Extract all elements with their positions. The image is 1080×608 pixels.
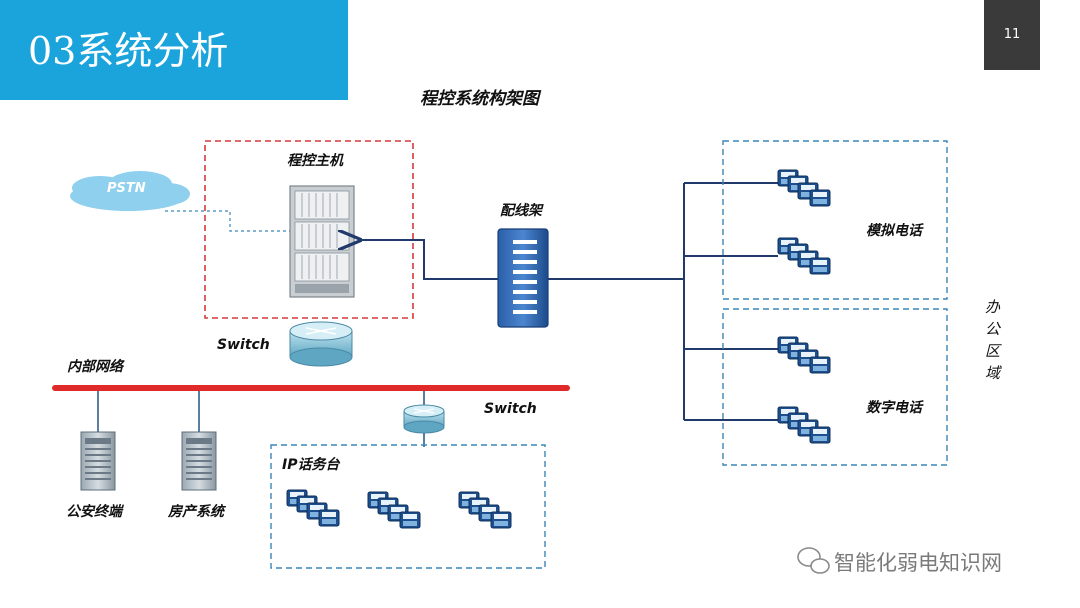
public-security-terminal-icon	[80, 431, 116, 491]
pbx-host-label: 程控主机	[287, 153, 343, 169]
switch-bottom-label: Switch	[484, 401, 537, 417]
digital-phone-box	[722, 308, 948, 466]
ip-console-cluster-3-icon	[459, 492, 511, 528]
pstn-link	[165, 210, 290, 232]
page-number: 11	[984, 0, 1040, 70]
diagram-title: 程控系统构架图	[420, 89, 539, 109]
analog-phone-cluster-1-icon	[778, 170, 830, 206]
ip-console-box	[270, 444, 546, 569]
switch-top-icon	[289, 321, 353, 367]
wechat-icon	[797, 547, 830, 574]
title-bar	[0, 0, 348, 100]
ip-console-cluster-2-icon	[368, 492, 420, 528]
pstn-cloud-icon	[70, 171, 190, 211]
property-system-label: 房产系统	[168, 504, 224, 520]
public-security-terminal-label: 公安终端	[66, 504, 122, 520]
switch-bottom-icon	[403, 404, 445, 434]
analog-phone-cluster-2-icon	[778, 238, 830, 274]
frame-to-pbx-link	[358, 240, 498, 280]
watermark-text: 智能化弱电知识网	[834, 551, 1002, 575]
analog-phone-box	[722, 140, 948, 300]
digital-phone-label: 数字电话	[866, 400, 922, 416]
internal-network-label: 内部网络	[67, 359, 123, 375]
ip-console-cluster-1-icon	[287, 490, 339, 526]
pbx-group-box	[204, 140, 414, 319]
office-area-label: 办公区域	[985, 298, 1001, 382]
ip-console-label: IP话务台	[282, 457, 340, 473]
digital-phone-cluster-2-icon	[778, 407, 830, 443]
slide-title: 03系统分析	[28, 29, 229, 73]
analog-phone-label: 模拟电话	[866, 223, 922, 239]
distribution-frame-label: 配线架	[500, 203, 542, 219]
switch-top-label: Switch	[217, 337, 270, 353]
pstn-label: PSTN	[107, 181, 146, 196]
distribution-frame-icon	[497, 228, 549, 328]
digital-phone-cluster-1-icon	[778, 337, 830, 373]
pbx-cabinet-icon	[289, 185, 355, 298]
property-system-icon	[181, 431, 217, 491]
